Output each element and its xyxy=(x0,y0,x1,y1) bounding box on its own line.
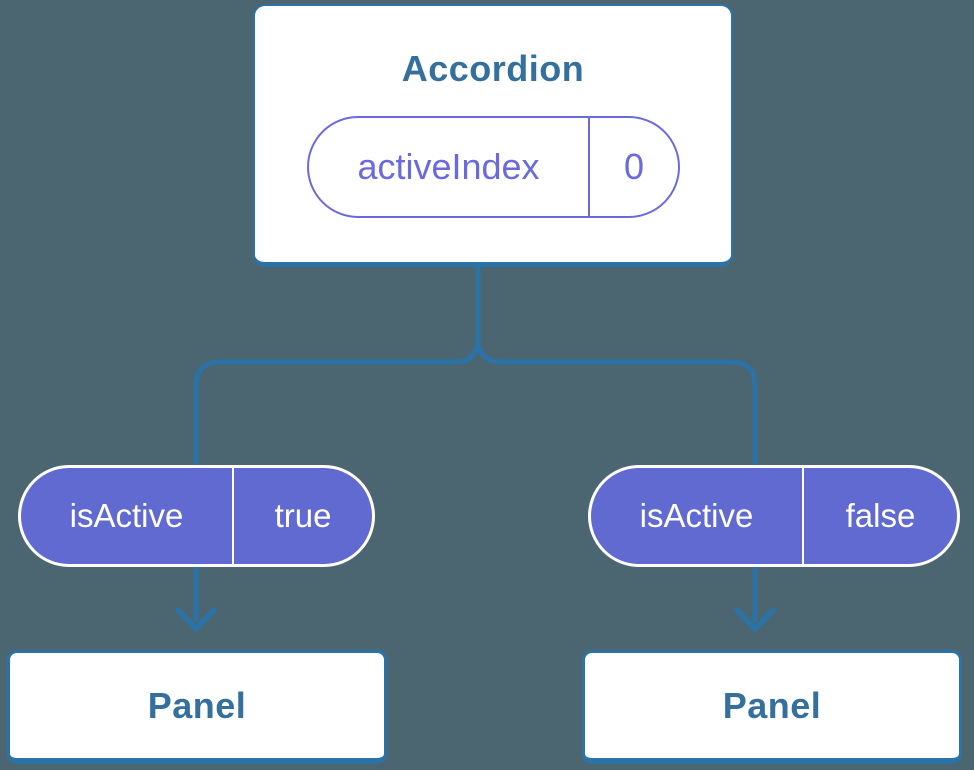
state-pill: activeIndex 0 xyxy=(307,116,680,218)
down-arrow-icon xyxy=(175,607,217,632)
accordion-node-title: Accordion xyxy=(401,48,585,89)
prop-name: isActive xyxy=(69,497,184,534)
prop-name: isActive xyxy=(639,497,754,534)
prop-pill-left: isActive true xyxy=(18,465,375,567)
state-pill-divider xyxy=(588,118,590,216)
branch-line-left xyxy=(193,265,481,622)
down-arrow-icon xyxy=(734,607,776,632)
panel-node-right: Panel xyxy=(582,650,962,764)
prop-pill-divider xyxy=(232,468,234,564)
state-value: 0 xyxy=(623,146,645,187)
prop-value: false xyxy=(845,497,916,534)
panel-node-title: Panel xyxy=(147,684,247,726)
branch-line-right xyxy=(475,265,758,622)
prop-value: true xyxy=(274,497,332,534)
prop-pill-right: isActive false xyxy=(588,465,960,567)
panel-node-left: Panel xyxy=(7,650,387,764)
state-name: activeIndex xyxy=(357,146,540,187)
panel-node-title: Panel xyxy=(722,684,822,726)
accordion-node: Accordion activeIndex 0 xyxy=(253,4,733,267)
prop-pill-divider xyxy=(802,468,804,564)
